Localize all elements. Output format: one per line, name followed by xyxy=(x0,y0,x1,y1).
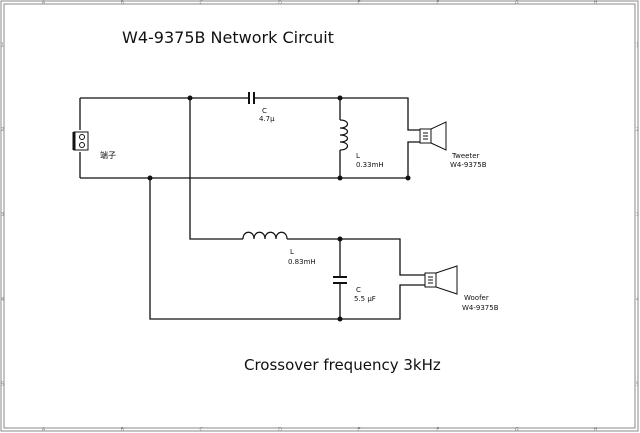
l1-name: L xyxy=(356,152,360,160)
l1-value: 0.33mH xyxy=(356,161,384,169)
c1-name: C xyxy=(262,107,267,115)
frame-row-label: 2 xyxy=(636,127,639,133)
frame-row-label: 4 xyxy=(636,297,639,303)
wire-woofer-return xyxy=(149,178,425,320)
frame-column-label: H xyxy=(594,427,598,433)
frame-row-label: 2 xyxy=(1,127,4,133)
frame-row-label: 1 xyxy=(636,42,639,48)
wire-bottom-rail xyxy=(80,141,420,179)
wire-woofer-feed-2 xyxy=(287,238,425,276)
frame-column-label: C xyxy=(199,427,203,433)
c2-name: C xyxy=(356,286,361,294)
wire-woofer-feed xyxy=(189,98,243,240)
frame-column-label: F xyxy=(436,427,439,433)
wires xyxy=(79,97,425,320)
capacitor-c1-symbol xyxy=(245,92,258,104)
frame-column-label: F xyxy=(436,0,439,6)
frame-column-label: E xyxy=(357,427,360,433)
frame-column-label: B xyxy=(121,0,125,6)
l2-name: L xyxy=(290,248,294,256)
frame-column-label: D xyxy=(278,427,282,433)
woofer-speaker-icon xyxy=(424,265,458,295)
frame-column-label: C xyxy=(199,0,203,6)
tweeter-speaker-icon xyxy=(419,121,447,151)
frame-row-label: 5 xyxy=(1,382,4,388)
inductor-l2-symbol xyxy=(242,231,288,240)
frame-column-label: G xyxy=(515,427,519,433)
inductor-l1-symbol xyxy=(339,119,349,151)
capacitor-c2-symbol xyxy=(333,276,347,284)
terminal-label: 端子 xyxy=(100,150,116,160)
frame-row-label: 5 xyxy=(636,382,639,388)
frame-column-label: A xyxy=(42,427,46,433)
diagram-title: W4-9375B Network Circuit xyxy=(122,28,334,47)
c1-value: 4.7μ xyxy=(259,115,275,123)
frame-column-label: H xyxy=(594,0,598,6)
woofer-name: Woofer xyxy=(464,294,489,302)
frame-row-label: 4 xyxy=(1,297,4,303)
woofer-model: W4-9375B xyxy=(462,304,499,312)
frame-column-label: A xyxy=(42,0,46,6)
l2-value: 0.83mH xyxy=(288,258,316,266)
frame-row-label: 1 xyxy=(1,42,4,48)
crossover-frequency-label: Crossover frequency 3kHz xyxy=(244,356,441,374)
tweeter-name: Tweeter xyxy=(451,152,480,160)
wire-top-rail-right xyxy=(258,97,420,131)
junction-dots xyxy=(147,95,411,322)
frame-column-label: G xyxy=(515,0,519,6)
frame-row-label: 3 xyxy=(636,212,639,218)
frame-column-label: E xyxy=(357,0,360,6)
frame-column-label: D xyxy=(278,0,282,6)
terminal-block xyxy=(72,131,89,151)
c2-value: 5.5 μF xyxy=(354,295,376,303)
frame-row-label: 3 xyxy=(1,212,4,218)
frame-column-label: B xyxy=(121,427,125,433)
tweeter-model: W4-9375B xyxy=(450,161,487,169)
